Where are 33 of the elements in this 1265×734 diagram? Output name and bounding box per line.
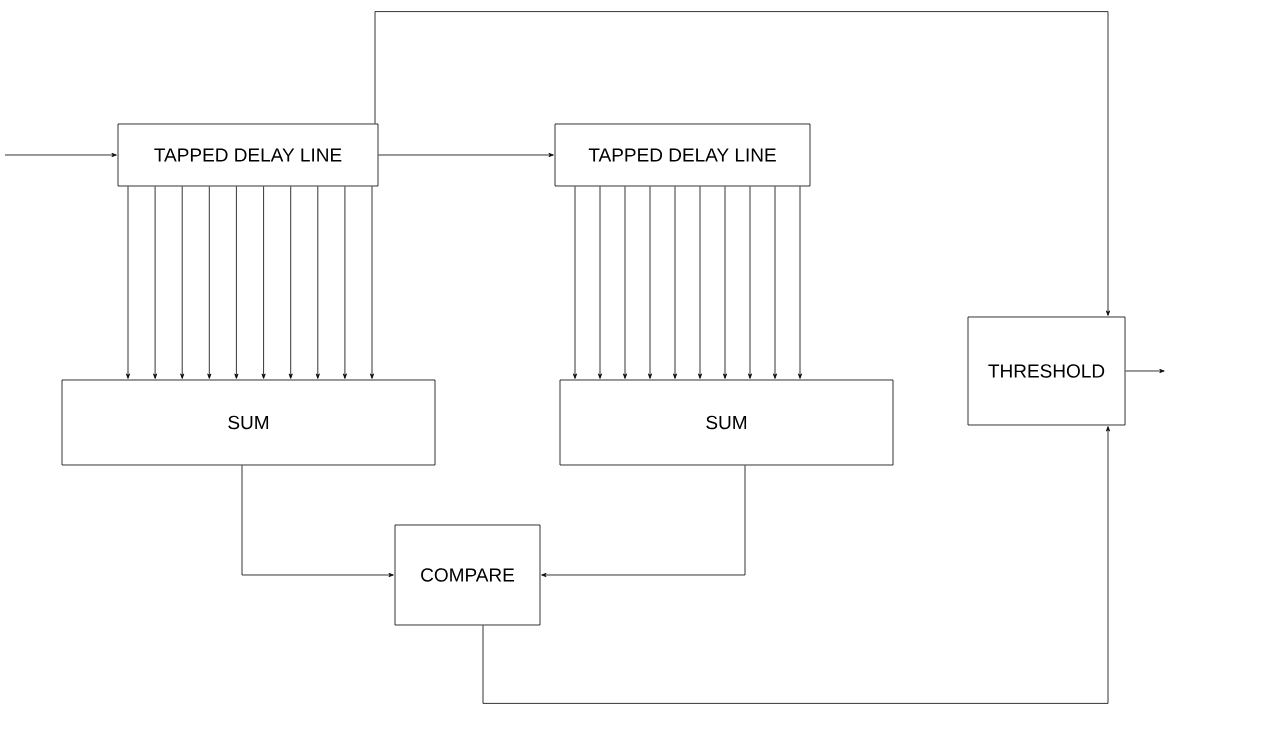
arrow bbox=[773, 186, 777, 379]
arrow bbox=[1125, 369, 1165, 373]
arrow bbox=[370, 186, 374, 379]
block-box: TAPPED DELAY LINE bbox=[117, 123, 379, 187]
arrow bbox=[541, 465, 746, 577]
arrow bbox=[598, 186, 602, 379]
arrow bbox=[126, 186, 130, 379]
arrow bbox=[374, 11, 1111, 316]
arrow bbox=[180, 186, 185, 379]
arrow bbox=[573, 186, 577, 379]
block-box: THRESHOLD bbox=[967, 316, 1126, 426]
arrow bbox=[241, 465, 394, 577]
arrow bbox=[723, 186, 727, 379]
arrow bbox=[261, 186, 266, 379]
block-box: SUM bbox=[61, 379, 436, 466]
arrow bbox=[482, 426, 1111, 704]
arrow bbox=[648, 186, 652, 379]
block-box: SUM bbox=[559, 379, 894, 466]
arrow bbox=[153, 186, 158, 379]
arrow bbox=[748, 186, 752, 379]
arrow bbox=[798, 186, 803, 379]
arrow bbox=[207, 186, 212, 379]
arrow bbox=[378, 153, 554, 157]
arrow bbox=[673, 186, 677, 379]
block-box: COMPARE bbox=[394, 524, 541, 626]
arrow bbox=[698, 186, 702, 379]
arrow bbox=[288, 186, 293, 379]
arrow bbox=[234, 186, 239, 379]
arrow bbox=[315, 186, 320, 379]
block-box: TAPPED DELAY LINE bbox=[554, 123, 811, 187]
arrow bbox=[623, 186, 627, 379]
arrow bbox=[4, 153, 117, 157]
arrow bbox=[342, 186, 347, 379]
